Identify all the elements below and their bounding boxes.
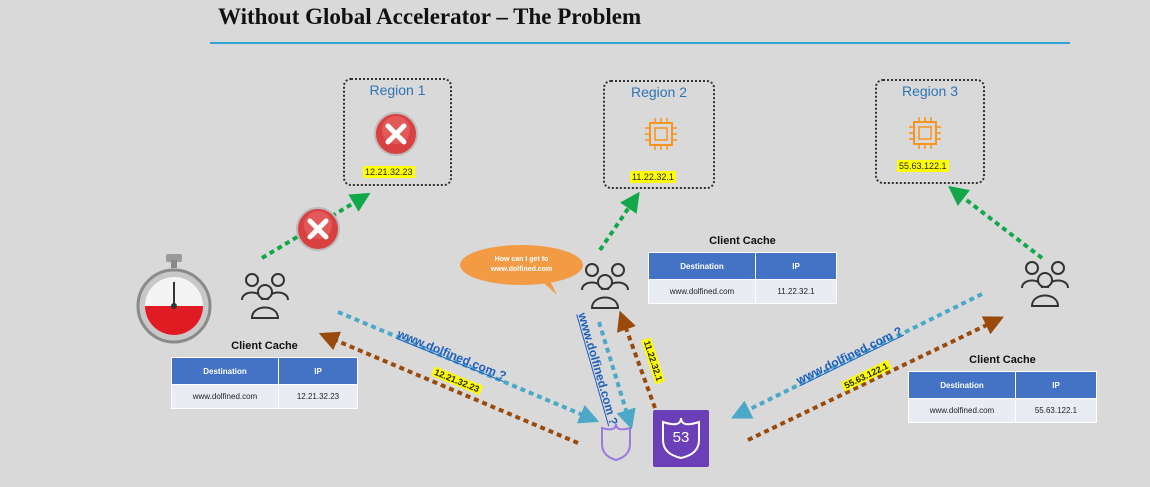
cache-ip: 55.63.122.1 (1015, 398, 1097, 423)
region-1-box: Region 1 (343, 78, 452, 186)
cache-destination: www.dolfined.com (908, 398, 1016, 423)
column-header: IP (755, 252, 837, 280)
failure-x-icon (296, 207, 340, 251)
bubble-line-1: How can I get to (494, 256, 549, 263)
cache-ip: 12.21.32.23 (278, 384, 358, 409)
column-header: IP (1015, 371, 1097, 399)
ec2-instance-icon (909, 117, 941, 149)
region-2-label: Region 2 (630, 84, 688, 100)
client-cache-title: Client Cache (969, 354, 1036, 366)
arrow-query-mid (597, 321, 636, 430)
route53-label: 53 (672, 429, 690, 446)
region-2-box: Region 2 (603, 80, 715, 189)
arrow-response-left (318, 331, 579, 445)
region-3-ip: 55.63.122.1 (897, 160, 949, 172)
cache-destination: www.dolfined.com (648, 279, 756, 304)
users-group-icon (241, 273, 289, 319)
arrow-response-right (747, 316, 1005, 442)
region-3-box: Region 3 (875, 79, 985, 184)
arrow-response-mid (617, 310, 657, 409)
region-3-label: Region 3 (901, 83, 959, 99)
client-cache-title: Client Cache (709, 235, 776, 247)
ec2-instance-icon (645, 118, 677, 150)
region-1-ip: 12.21.32.23 (363, 166, 415, 178)
speech-bubble: How can I get to www.dolfined.com (460, 245, 583, 285)
column-header: Destination (648, 252, 756, 280)
users-group-icon (581, 263, 629, 309)
bubble-line-2: www.dolfined.com (490, 266, 553, 273)
page-title: Without Global Accelerator – The Problem (218, 4, 642, 29)
failure-x-icon (374, 112, 418, 156)
title-underline (210, 42, 1070, 44)
cache-destination: www.dolfined.com (171, 384, 279, 409)
column-header: Destination (171, 357, 279, 385)
cache-ip: 11.22.32.1 (755, 279, 837, 304)
stopwatch-icon (136, 254, 212, 344)
dns-shield-icon (601, 423, 631, 462)
arrow-query-right (731, 292, 983, 419)
route53-icon: 53 (653, 410, 709, 467)
arrow-query-left (337, 310, 600, 424)
column-header: IP (278, 357, 358, 385)
client-cache-title: Client Cache (231, 340, 298, 352)
region-1-label: Region 1 (369, 82, 426, 98)
region-2-ip: 11.22.32.1 (630, 171, 676, 183)
arrow-user3-to-region3 (948, 185, 1044, 260)
column-header: Destination (908, 371, 1016, 399)
arrow-user2-to-region2 (598, 191, 640, 252)
users-group-icon (1021, 261, 1069, 307)
route53-shield-icon (662, 417, 700, 460)
